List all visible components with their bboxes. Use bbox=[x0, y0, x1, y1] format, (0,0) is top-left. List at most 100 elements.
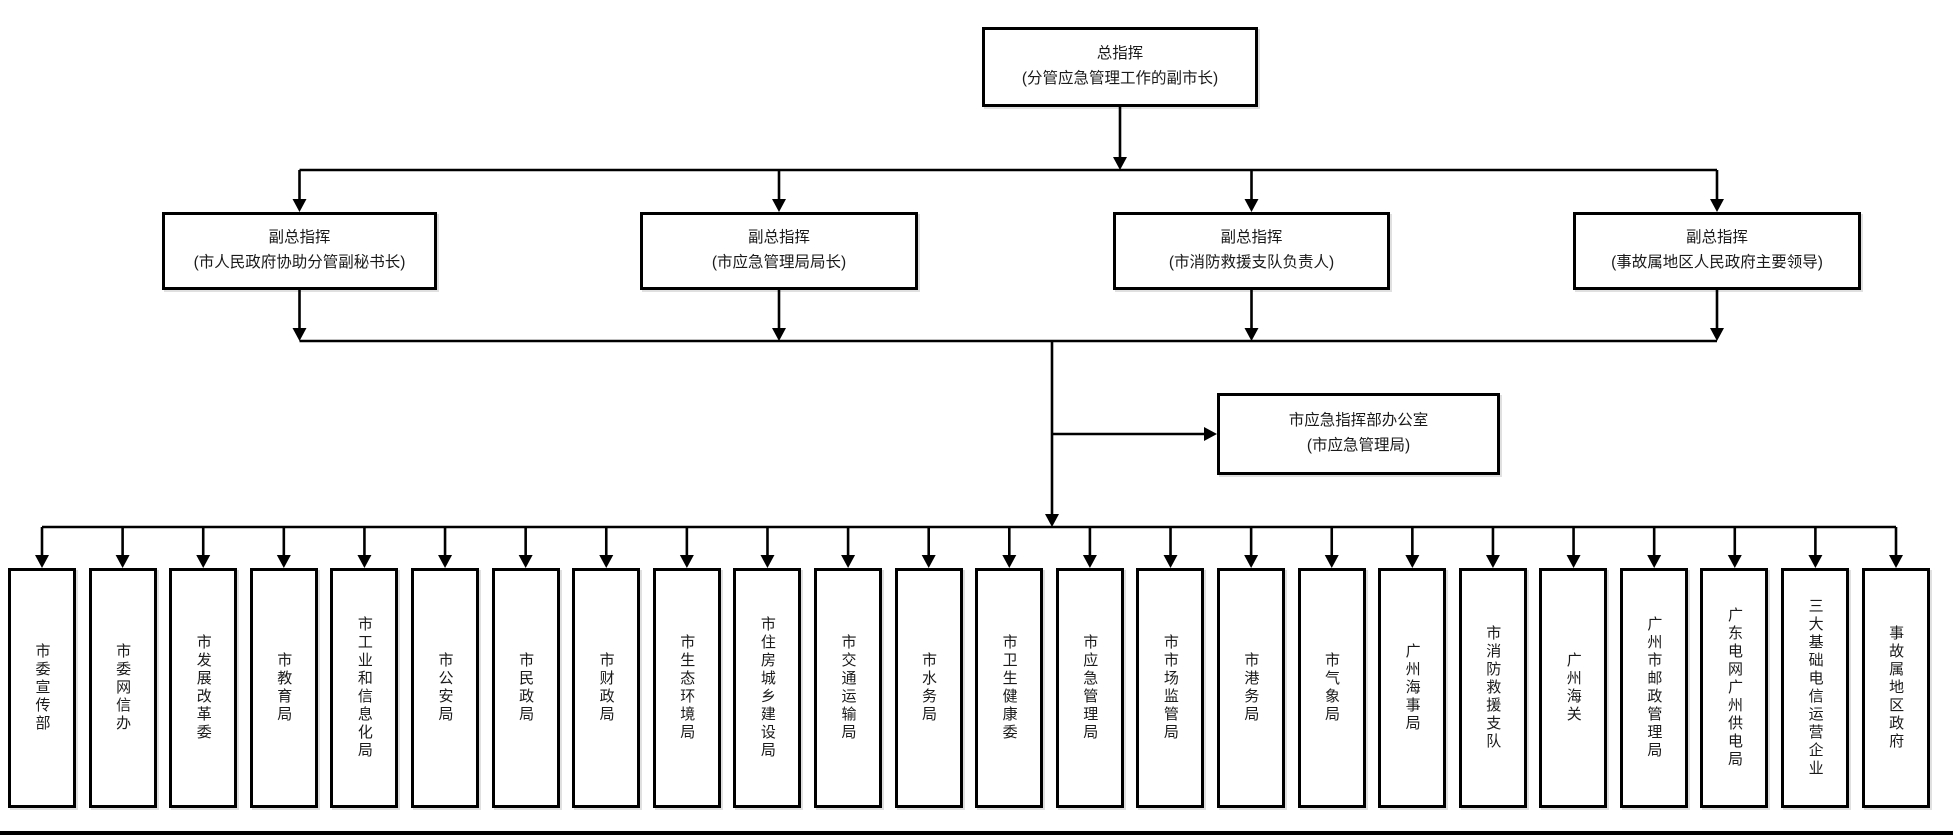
arrowhead-down-icon bbox=[1727, 555, 1742, 568]
org-box-deputy-emergency-bureau: 副总指挥 (市应急管理局局长) bbox=[640, 212, 918, 290]
member-label: 市水务局 bbox=[920, 652, 938, 724]
box-title: 副总指挥 bbox=[1685, 229, 1748, 247]
arrowhead-down-icon bbox=[276, 555, 291, 568]
box-title: 副总指挥 bbox=[268, 229, 331, 247]
member-label: 市财政局 bbox=[597, 652, 615, 724]
arrowhead-down-icon bbox=[292, 199, 307, 212]
org-box-member: 市港务局 bbox=[1216, 568, 1285, 808]
arrowhead-down-icon bbox=[1405, 555, 1420, 568]
member-department-row: 市委宣传部 市委网信办 市发展改革委 市教育局 市工业和信息化局 市公安局 市民… bbox=[8, 568, 1930, 808]
arrowhead-down-icon bbox=[760, 555, 775, 568]
member-label: 市交通运输局 bbox=[839, 634, 857, 742]
arrowhead-down-icon bbox=[1324, 555, 1339, 568]
member-label: 市生态环境局 bbox=[678, 634, 696, 742]
member-label: 市应急管理局 bbox=[1081, 634, 1099, 742]
member-label: 事故属地区政府 bbox=[1887, 625, 1905, 751]
org-box-member: 市消防救援支队 bbox=[1458, 568, 1527, 808]
org-box-deputy-secretary-general: 副总指挥 (市人民政府协助分管副秘书长) bbox=[162, 212, 437, 290]
arrowhead-down-icon bbox=[1647, 555, 1662, 568]
member-label: 市委宣传部 bbox=[33, 643, 51, 733]
box-title: 市应急指挥部办公室 bbox=[1288, 412, 1429, 430]
org-box-member: 市财政局 bbox=[572, 568, 641, 808]
member-label: 广州市邮政管理局 bbox=[1645, 616, 1663, 760]
member-label: 市发展改革委 bbox=[194, 634, 212, 742]
arrowhead-down-icon bbox=[1244, 328, 1259, 341]
arrowhead-down-icon bbox=[772, 328, 786, 341]
arrowhead-down-icon bbox=[1244, 555, 1259, 568]
org-box-member: 市住房城乡建设局 bbox=[733, 568, 802, 808]
org-box-member: 市工业和信息化局 bbox=[330, 568, 399, 808]
org-box-member: 市发展改革委 bbox=[169, 568, 238, 808]
arrowhead-down-icon bbox=[1163, 555, 1178, 568]
org-box-member: 事故属地区政府 bbox=[1861, 568, 1930, 808]
member-label: 广东电网广州供电局 bbox=[1725, 607, 1743, 769]
arrowhead-down-icon bbox=[1710, 328, 1724, 341]
member-label: 市消防救援支队 bbox=[1484, 625, 1502, 751]
arrowhead-down-icon bbox=[518, 555, 533, 568]
arrowhead-down-icon bbox=[1566, 555, 1581, 568]
org-box-member: 市委宣传部 bbox=[8, 568, 76, 808]
org-box-member: 市交通运输局 bbox=[813, 568, 882, 808]
box-subtitle: (事故属地区人民政府主要领导) bbox=[1611, 254, 1823, 271]
member-label: 市委网信办 bbox=[114, 643, 132, 733]
member-label: 市港务局 bbox=[1242, 652, 1260, 724]
arrowhead-down-icon bbox=[841, 555, 856, 568]
member-label: 市气象局 bbox=[1323, 652, 1340, 724]
arrowhead-down-icon bbox=[921, 555, 936, 568]
member-label: 市卫生健康委 bbox=[1000, 634, 1018, 742]
arrowhead-down-icon bbox=[599, 555, 614, 568]
arrowhead-down-icon bbox=[1710, 199, 1724, 212]
arrowhead-down-icon bbox=[438, 555, 453, 568]
arrowhead-down-icon bbox=[1244, 199, 1259, 212]
arrowhead-down-icon bbox=[1808, 555, 1823, 568]
arrowhead-down-icon bbox=[1485, 555, 1500, 568]
arrowhead-down-icon bbox=[1082, 555, 1097, 568]
org-box-emergency-command-office: 市应急指挥部办公室 (市应急管理局) bbox=[1217, 393, 1500, 475]
arrowhead-down-icon bbox=[1045, 514, 1059, 527]
member-label: 市民政局 bbox=[517, 652, 535, 724]
org-box-member: 市应急管理局 bbox=[1055, 568, 1124, 808]
org-box-member: 市公安局 bbox=[410, 568, 479, 808]
box-subtitle: (分管应急管理工作的副市长) bbox=[1021, 70, 1219, 87]
org-box-deputy-local-government: 副总指挥 (事故属地区人民政府主要领导) bbox=[1573, 212, 1861, 290]
org-box-member: 三大基础电信运营企业 bbox=[1781, 568, 1850, 808]
org-box-member: 市生态环境局 bbox=[652, 568, 721, 808]
arrowhead-down-icon bbox=[196, 555, 211, 568]
org-box-member: 市民政局 bbox=[491, 568, 560, 808]
arrowhead-down-icon bbox=[35, 555, 49, 568]
box-subtitle: (市应急管理局) bbox=[1306, 437, 1411, 454]
org-box-member: 广州海关 bbox=[1539, 568, 1608, 808]
arrowhead-down-icon bbox=[292, 328, 307, 341]
org-box-member: 市卫生健康委 bbox=[975, 568, 1044, 808]
member-label: 市工业和信息化局 bbox=[355, 616, 373, 760]
box-title: 副总指挥 bbox=[747, 229, 810, 247]
org-box-member: 广东电网广州供电局 bbox=[1700, 568, 1769, 808]
box-subtitle: (市消防救援支队负责人) bbox=[1168, 254, 1335, 271]
org-box-member: 市教育局 bbox=[249, 568, 318, 808]
member-label: 市教育局 bbox=[275, 652, 293, 724]
arrowhead-down-icon bbox=[357, 555, 372, 568]
member-label: 市公安局 bbox=[436, 652, 454, 724]
member-label: 市住房城乡建设局 bbox=[758, 616, 776, 760]
org-box-member: 广州海事局 bbox=[1378, 568, 1447, 808]
member-label: 广州海事局 bbox=[1403, 643, 1421, 733]
org-box-member: 市市场监管局 bbox=[1136, 568, 1205, 808]
arrowhead-down-icon bbox=[1889, 555, 1903, 568]
arrowhead-down-icon bbox=[1002, 555, 1017, 568]
arrowhead-down-icon bbox=[772, 199, 786, 212]
org-box-member: 广州市邮政管理局 bbox=[1619, 568, 1688, 808]
org-box-member: 市委网信办 bbox=[88, 568, 157, 808]
org-box-commander: 总指挥 (分管应急管理工作的副市长) bbox=[982, 27, 1258, 107]
arrowhead-down-icon bbox=[679, 555, 694, 568]
org-box-deputy-fire-rescue: 副总指挥 (市消防救援支队负责人) bbox=[1113, 212, 1390, 290]
member-label: 市市场监管局 bbox=[1161, 634, 1179, 742]
box-title: 副总指挥 bbox=[1220, 229, 1283, 247]
arrowhead-right-icon bbox=[1204, 427, 1217, 441]
member-label: 三大基础电信运营企业 bbox=[1806, 598, 1824, 778]
arrowhead-down-icon bbox=[1113, 157, 1127, 170]
box-subtitle: (市人民政府协助分管副秘书长) bbox=[193, 254, 406, 271]
org-box-member: 市气象局 bbox=[1297, 568, 1366, 808]
box-title: 总指挥 bbox=[1096, 45, 1144, 63]
member-label: 广州海关 bbox=[1564, 652, 1582, 724]
